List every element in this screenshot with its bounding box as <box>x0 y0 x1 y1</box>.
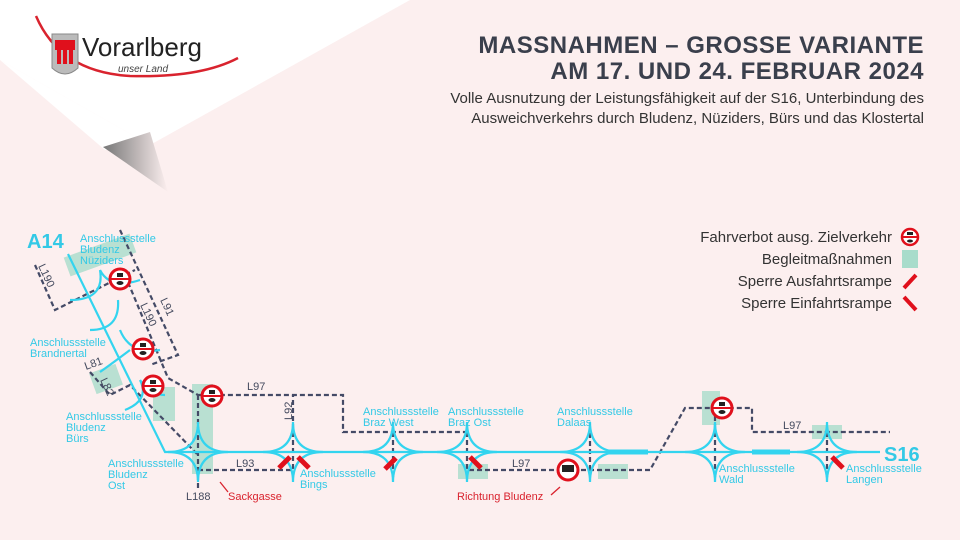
junction-label-buers: Bludenz <box>66 422 106 434</box>
legend-item-exit-closure: Sperre Ausfahrtsrampe <box>700 270 920 292</box>
junction-label-wald: Anschlussstelle <box>719 463 795 475</box>
subtitle-line2: Ausweichverkehrs durch Bludenz, Nüziders… <box>471 110 924 127</box>
note-richtung-bludenz: Richtung Bludenz <box>457 491 543 503</box>
junction-interchange <box>362 421 424 483</box>
junction-interchange <box>559 421 621 483</box>
road-label-l97: L97 <box>512 458 530 470</box>
legend-item-measures: Begleitmaßnahmen <box>700 248 920 270</box>
no-entry-sign-icon <box>131 337 155 361</box>
subtitle-line1: Volle Ausnutzung der Leistungsfähigkeit … <box>450 90 924 107</box>
junction-label-brandnertal: Anschlussstelle <box>30 337 106 349</box>
truck-ban-sign-icon <box>556 458 580 482</box>
junction-label-dalaas: Anschlussstelle <box>557 406 633 418</box>
junction-label-dalaas: Dalaas <box>557 417 592 429</box>
no-entry-sign-icon <box>141 374 165 398</box>
junction-label-nueziders: Anschlussstelle <box>80 233 156 245</box>
entry-ramp-closure-icon <box>902 295 918 312</box>
junction-label-nueziders: Bludenz <box>80 244 120 256</box>
logo-tagline: unser Land <box>118 64 168 75</box>
exit-ramp-closure-icon <box>902 273 918 290</box>
junction-label-brazost: Anschlussstelle <box>448 406 524 418</box>
logo-name: Vorarlberg <box>82 32 202 62</box>
page-title: MASSNAHMEN – GROSSE VARIANTE <box>478 32 924 59</box>
junction-interchange <box>167 421 229 483</box>
junction-label-brazwest: Braz West <box>363 417 414 429</box>
no-entry-sign-icon <box>200 384 224 408</box>
junction-label-brandnertal: Brandnertal <box>30 348 87 360</box>
junction-label-bings: Anschlussstelle <box>300 468 376 480</box>
highway-label-a14: A14 <box>27 231 65 253</box>
no-entry-signs <box>108 267 734 420</box>
highway-a14-s16 <box>67 253 880 483</box>
road-label-l97: L97 <box>247 381 265 393</box>
ramp-closures <box>277 455 845 471</box>
junction-label-nueziders: Nüziders <box>80 255 124 267</box>
junction-label-buers: Bürs <box>66 433 89 445</box>
road-label-l92: L92 <box>283 402 295 420</box>
junction-interchange <box>262 421 324 483</box>
green-area-icon <box>902 250 918 268</box>
junction-label-ost: Bludenz <box>108 469 148 481</box>
note-sackgasse: Sackgasse <box>228 491 282 503</box>
road-label-l93: L93 <box>236 458 254 470</box>
junction-label-wald: Wald <box>719 474 744 486</box>
road-label-l190: L190 <box>35 262 56 289</box>
junction-label-langen: Langen <box>846 474 883 486</box>
road-label-l91: L91 <box>157 296 176 318</box>
page-title-date: AM 17. UND 24. FEBRUAR 2024 <box>550 58 924 85</box>
legend-item-no-entry: Fahrverbot ausg. Zielverkehr <box>700 226 920 248</box>
junction-label-ost: Anschlussstelle <box>108 458 184 470</box>
junction-interchange <box>684 421 746 483</box>
junction-interchange <box>796 421 858 483</box>
highway-label-s16: S16 <box>884 444 920 466</box>
junction-label-brazwest: Anschlussstelle <box>363 406 439 418</box>
measures-areas <box>63 233 842 479</box>
junction-label-bings: Bings <box>300 479 328 491</box>
vorarlberg-logo: Vorarlberg unser Land <box>34 15 239 78</box>
no-entry-sign-icon <box>900 227 920 247</box>
junction-label-buers: Anschlussstelle <box>66 411 142 423</box>
road-label-l81: L81 <box>83 355 104 373</box>
no-entry-sign-icon <box>108 267 132 291</box>
junction-interchange <box>436 421 498 483</box>
junction-label-ost: Ost <box>108 480 125 492</box>
legend-item-entry-closure: Sperre Einfahrtsrampe <box>700 292 920 314</box>
road-label-l188: L188 <box>186 491 210 503</box>
junction-label-brazost: Braz Ost <box>448 417 491 429</box>
junction-label-langen: Anschlussstelle <box>846 463 922 475</box>
no-entry-sign-icon <box>710 396 734 420</box>
legend: Fahrverbot ausg. Zielverkehr Begleitmaßn… <box>700 226 920 314</box>
road-label-l97: L97 <box>783 420 801 432</box>
